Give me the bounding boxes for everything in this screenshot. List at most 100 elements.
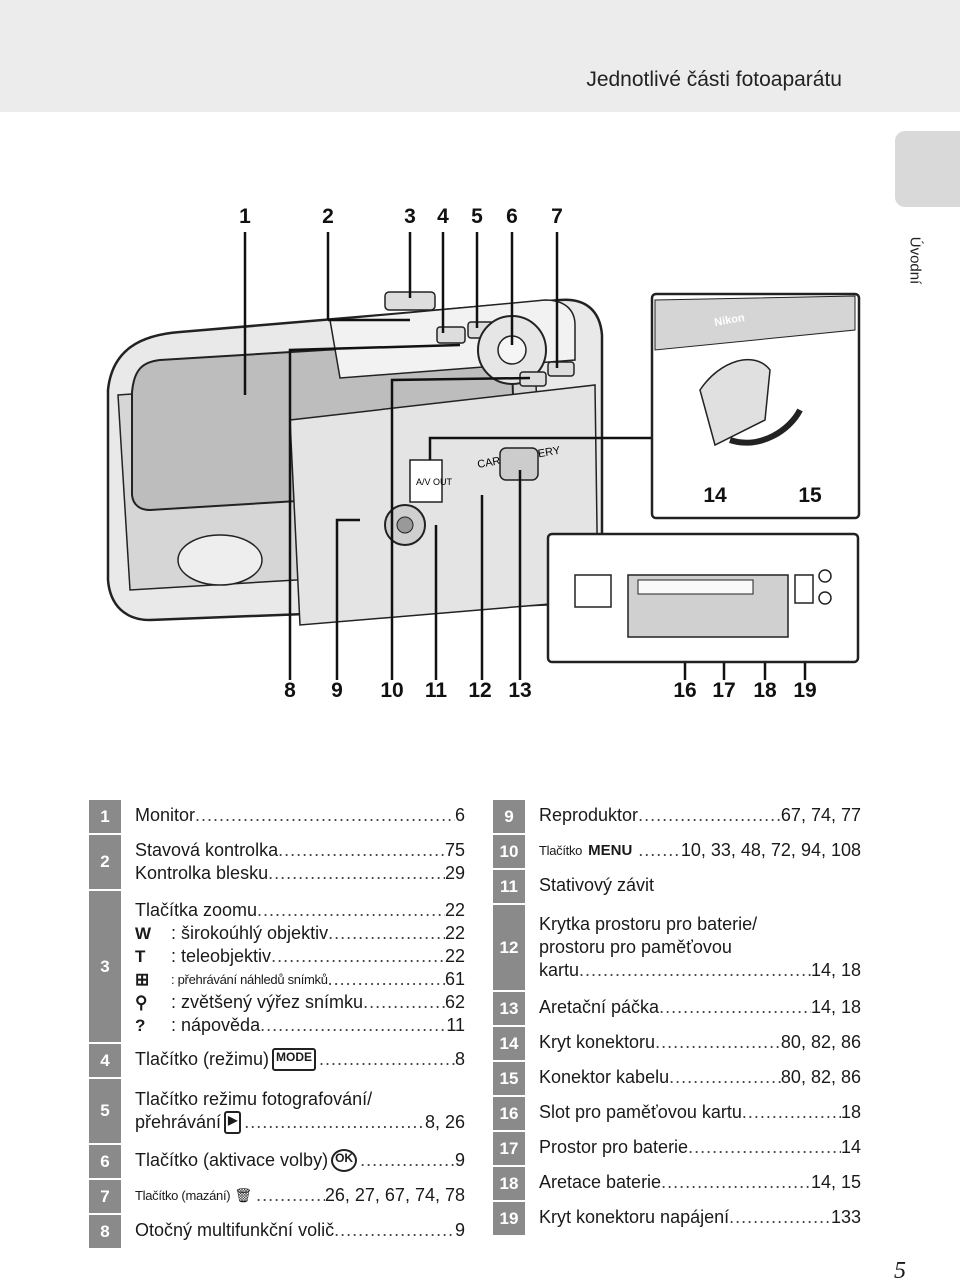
page-ref: 8 [454,1049,465,1069]
page-number: 5 [894,1258,906,1284]
table-row: 1 Monitor...............................… [89,800,469,835]
av-out-text: A/V OUT [416,477,453,487]
part-label: Konektor kabelu [539,1067,670,1087]
table-row: 7 Tlačítko (mazání)🗑....................… [89,1180,469,1215]
part-label: Tlačítko (režimu) [135,1049,270,1069]
row-number: 7 [89,1180,121,1215]
row-number: 6 [89,1145,121,1180]
menu-icon: MENU [588,842,633,859]
page-ref: 14, 18 [810,997,861,1017]
row-number: 11 [493,870,525,905]
callout-18: 18 [753,679,777,702]
header-bar [0,0,960,112]
callout-8: 8 [284,679,296,702]
part-label: Stavová kontrolka [135,840,279,860]
part-label: Tlačítko (aktivace volby) [135,1150,329,1170]
part-label: Aretace baterie [539,1172,662,1192]
page-ref: 22 [444,900,465,920]
table-row: 19 Kryt konektoru napájení..............… [493,1202,873,1237]
table-row: 13 Aretační páčka.......................… [493,992,873,1027]
callout-9: 9 [331,679,343,702]
row-number: 14 [493,1027,525,1062]
row-number: 4 [89,1044,121,1079]
callout-16: 16 [673,679,697,702]
row-number: 17 [493,1132,525,1167]
callout-17: 17 [712,679,736,702]
part-label: Monitor [135,805,196,825]
callout-10: 10 [380,679,404,702]
row-number: 2 [89,835,121,891]
part-label: přehrávání [135,1112,222,1132]
table-row: 14 Kryt konektoru.......................… [493,1027,873,1062]
callout-3: 3 [404,205,416,228]
part-label: : nápověda [171,1015,261,1035]
part-label: Aretační páčka [539,997,660,1017]
trash-icon: 🗑 [234,1187,253,1203]
part-label: Stativový závit [539,875,655,895]
row-number: 5 [89,1079,121,1145]
callout-5: 5 [471,205,483,228]
row-number: 13 [493,992,525,1027]
callout-14: 14 [703,484,727,507]
page-ref: 9 [454,1220,465,1240]
t-icon: T [135,947,146,966]
callout-4: 4 [437,205,449,228]
page-ref: 62 [444,992,465,1012]
table-row: 8 Otočný multifunkční volič.............… [89,1215,469,1250]
row-number: 9 [493,800,525,835]
part-label: Kryt konektoru napájení [539,1207,730,1227]
row-number: 15 [493,1062,525,1097]
row-number: 8 [89,1215,121,1250]
callout-1: 1 [239,205,251,228]
table-row: 4 Tlačítko (režimu)MODE.................… [89,1044,469,1079]
page-ref: 14, 18 [810,960,861,980]
table-row: 9 Reproduktor...........................… [493,800,873,835]
part-label: Tlačítko (mazání) [135,1188,231,1203]
page-ref: 133 [830,1207,861,1227]
row-number: 16 [493,1097,525,1132]
page-ref: 8, 26 [424,1112,465,1132]
magnify-icon: ⚲ [135,993,148,1012]
callout-7: 7 [551,205,563,228]
part-label: : teleobjektiv [171,946,272,966]
help-icon: ? [135,1016,146,1035]
page-ref: 22 [444,946,465,966]
page-ref: 18 [840,1102,861,1122]
callout-11: 11 [424,679,448,702]
part-label: Reproduktor [539,805,639,825]
callout-2: 2 [322,205,334,228]
page-ref: 80, 82, 86 [780,1067,861,1087]
page-ref: 67, 74, 77 [780,805,861,825]
callout-13: 13 [508,679,532,702]
side-tab [895,131,960,207]
page-ref: 14 [840,1137,861,1157]
part-label: kartu [539,960,580,980]
part-label: Tlačítko [539,843,583,858]
page-ref: 22 [444,923,465,943]
part-label: Tlačítka zoomu [135,900,258,920]
part-label: Tlačítko režimu fotografování/ [135,1089,373,1109]
mode-icon: MODE [272,1048,317,1071]
play-icon: ▶ [224,1111,242,1134]
part-label: Kontrolka blesku [135,863,269,883]
part-label: Prostor pro baterie [539,1137,689,1157]
part-label: Krytka prostoru pro baterie/ [539,914,758,934]
ok-icon: OK [331,1149,358,1172]
nikon-logo: Nikon [713,312,745,329]
row-number: 10 [493,835,525,870]
thumbnail-icon: ⊞ [135,970,150,989]
part-label: Kryt konektoru [539,1032,656,1052]
row-number: 1 [89,800,121,835]
page-ref: 80, 82, 86 [780,1032,861,1052]
page-title: Jednotlivé části fotoaparátu [586,68,842,91]
page-ref: 14, 15 [810,1172,861,1192]
row-number: 12 [493,905,525,992]
table-row: 2 Stavová kontrolka.....................… [89,835,469,891]
part-label: : širokoúhlý objektiv [171,923,329,943]
page-ref: 26, 27, 67, 74, 78 [324,1185,465,1205]
page-ref: 11 [446,1015,465,1035]
table-row: 16 Slot pro paměťovou kartu.............… [493,1097,873,1132]
table-row: 10 TlačítkoMENU.........................… [493,835,873,870]
part-label: : přehrávání náhledů snímků [171,972,328,987]
page-ref: 61 [444,969,465,989]
